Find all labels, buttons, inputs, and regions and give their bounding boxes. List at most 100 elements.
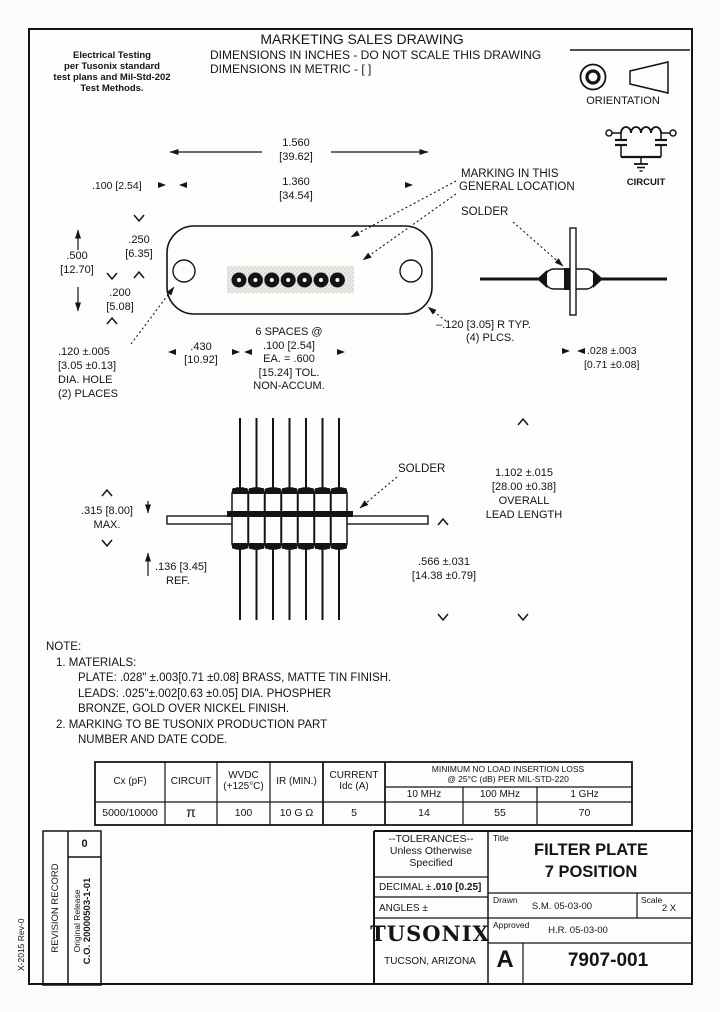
spaces-note: NON-ACCUM. (253, 380, 325, 392)
plate-edge (569, 227, 577, 316)
tolerances-note: --TOLERANCES-- (388, 833, 474, 845)
radius-note: –.120 [3.05] R TYP. (436, 319, 531, 331)
title-field-label: Title (493, 833, 509, 843)
electrical-testing-note: Test Methods. (80, 83, 144, 94)
spaces-note: 6 SPACES @ (255, 326, 323, 338)
approved-by-value: H.R. 05-03-00 (548, 925, 608, 936)
dim-315-max: MAX. (93, 519, 121, 531)
margin-form-number: X-2015 Rev-0 (16, 918, 26, 971)
electrical-testing-note: Electrical Testing (73, 50, 151, 61)
hole-note: DIA. HOLE (58, 374, 113, 386)
solder-callout-top: SOLDER (461, 206, 509, 218)
cell-1ghz: 70 (578, 807, 591, 819)
note-line: NUMBER AND DATE CODE. (78, 734, 228, 746)
dim-1560: 1.560 (282, 137, 310, 149)
electrical-testing-note: test plans and Mil-Std-202 (53, 72, 171, 83)
spaces-note: EA. = .600 (263, 353, 315, 365)
decimal-tolerance-value: .010 [0.25] (433, 882, 482, 893)
solder-band (227, 511, 353, 517)
dim-1360-mm: [34.54] (279, 190, 313, 202)
cell-10mhz: 14 (418, 807, 430, 819)
sheet-title: MARKETING SALES DRAWING (260, 31, 464, 47)
revision-co-number: C.O. 20000503-1-01 (82, 877, 94, 965)
col-header-circuit: CIRCUIT (170, 776, 212, 787)
cell-wvdc: 100 (234, 807, 253, 819)
dim-200-mm: [5.08] (106, 301, 134, 313)
dim-028: .028 ±.003 (587, 345, 637, 357)
note-line: LEADS: .025"±.002[0.63 ±0.05] DIA. PHOSP… (78, 687, 332, 700)
col-header-10mhz: 10 MHz (406, 789, 442, 800)
lead-length-note: 1.102 ±.015 (494, 467, 554, 479)
note-line: PLATE: .028" ±.003[0.71 ±0.08] BRASS, MA… (78, 672, 392, 684)
mounting-hole-right (399, 259, 423, 283)
dim-136: .136 [3.45] (155, 561, 207, 573)
revision-record-label: REVISION RECORD (50, 863, 61, 953)
cell-circuit-pi: π (186, 804, 196, 820)
drawn-by-value: S.M. 05-03-00 (531, 901, 593, 912)
electrical-testing-note: per Tusonix standard (64, 61, 160, 72)
title-block-grid (373, 830, 693, 985)
dim-315: .315 [8.00] (81, 505, 133, 517)
dim-566: .566 ±.031 (418, 556, 470, 568)
cell-cx: 5000/10000 (102, 807, 158, 819)
angles-tolerance-label: ANGLES ± (379, 903, 428, 914)
filter-positions (231, 272, 345, 288)
mounting-hole-left (172, 259, 196, 283)
solder-callout-front: SOLDER (398, 463, 446, 475)
tolerances-note: Specified (409, 857, 453, 869)
note-line: NOTE: (46, 641, 82, 653)
dims-inches-note: DIMENSIONS IN INCHES - DO NOT SCALE THIS… (210, 48, 542, 62)
dim-566-mm: [14.38 ±0.79] (411, 570, 477, 582)
dim-250: .250 (128, 234, 150, 246)
part-number: 7907-001 (567, 950, 649, 971)
dims-metric-note: DIMENSIONS IN METRIC - [ ] (210, 62, 372, 76)
sheet-size: A (496, 946, 514, 973)
approved-field-label: Approved (493, 920, 530, 930)
col-header-current: Idc (A) (339, 781, 369, 792)
dim-1560-mm: [39.62] (279, 151, 313, 163)
marking-callout: MARKING IN THIS (461, 168, 559, 180)
front-view-assembly (166, 418, 429, 620)
spaces-note: .100 [2.54] (263, 339, 315, 352)
col-header-cx: Cx (pF) (113, 776, 147, 787)
scale-value: 2 X (661, 903, 677, 914)
drawn-field-label: Drawn (493, 895, 518, 905)
dim-430: .430 (190, 341, 212, 353)
dim-100: .100 [2.54] (92, 180, 142, 192)
note-line: BRONZE, GOLD OVER NICKEL FINISH. (78, 703, 290, 715)
dimension-arrows (75, 149, 585, 622)
lead-length-note: [28.00 ±0.38] (491, 481, 557, 493)
hole-note: (2) PLACES (58, 388, 118, 400)
col-header-wvdc: (+125°C) (223, 781, 264, 792)
dim-028-mm: [0.71 ±0.08] (584, 359, 640, 371)
revision-release-block: Original Release C.O. 20000503-1-01 (72, 859, 93, 983)
dim-136-ref: REF. (166, 575, 190, 587)
spec-table-grid (94, 761, 633, 826)
bullseye-icon (579, 63, 607, 91)
circuit-label: CIRCUIT (626, 177, 666, 188)
col-header-wvdc: WVDC (228, 770, 259, 781)
circuit-symbol (605, 126, 677, 172)
revision-box-grid (42, 830, 102, 986)
col-header-1ghz: 1 GHz (570, 789, 599, 800)
dim-430-mm: [10.92] (184, 354, 218, 366)
col-header-current: CURRENT (329, 770, 379, 781)
orientation-label: ORIENTATION (586, 95, 660, 107)
orientation-symbol (570, 49, 690, 94)
company-city: TUCSON, ARIZONA (384, 956, 476, 967)
revision-number: 0 (81, 838, 88, 850)
note-line: 1. MATERIALS: (56, 656, 137, 669)
lead-length-note: LEAD LENGTH (485, 509, 563, 521)
revision-release: Original Release (72, 889, 82, 953)
cell-100mhz: 55 (494, 807, 506, 819)
note-line: 2. MARKING TO BE TUSONIX PRODUCTION PART (56, 718, 328, 731)
col-header-insertion-loss: MINIMUM NO LOAD INSERTION LOSS (431, 763, 585, 774)
col-header-100mhz: 100 MHz (479, 789, 521, 800)
single-filter-side-view (480, 227, 667, 316)
top-view-plate (166, 225, 433, 315)
company-logo: TUSONIX (370, 921, 490, 946)
hole-note: [3.05 ±0.13] (58, 360, 117, 372)
hole-note: .120 ±.005 (58, 346, 110, 358)
